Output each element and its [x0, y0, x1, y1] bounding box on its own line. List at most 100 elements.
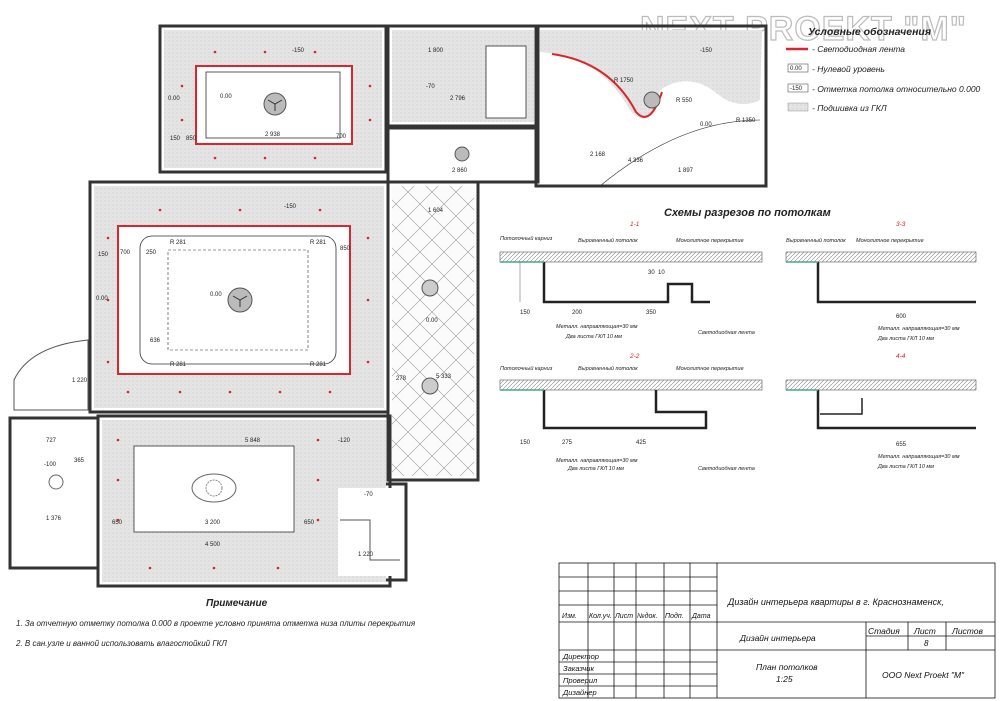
- svg-text:275: 275: [562, 440, 573, 446]
- svg-text:0.00: 0.00: [700, 122, 712, 128]
- svg-text:Дата: Дата: [691, 613, 711, 620]
- svg-text:0.00: 0.00: [426, 318, 438, 324]
- svg-text:4-4: 4-4: [896, 353, 906, 360]
- svg-text:30: 30: [648, 270, 655, 276]
- svg-text:5 333: 5 333: [436, 374, 452, 380]
- svg-text:Металл. направляющая=30 мм: Металл. направляющая=30 мм: [878, 454, 960, 460]
- section-3-3: 3-3 Выровненный потолок Монолитное перек…: [785, 221, 977, 342]
- svg-text:R 1350: R 1350: [736, 118, 756, 124]
- svg-text:700: 700: [336, 134, 347, 140]
- svg-text:2 168: 2 168: [590, 152, 606, 158]
- svg-text:1 897: 1 897: [678, 168, 694, 174]
- room-bath: 1 800 -70 2 796 2 860: [392, 30, 534, 178]
- room-kitchen: R 1750 R 550 R 1350 2 168 4 336 1 897 0.…: [540, 30, 762, 187]
- role-checked: Проверил: [563, 676, 598, 685]
- svg-text:2-2: 2-2: [629, 353, 640, 360]
- svg-text:5 848: 5 848: [245, 438, 261, 444]
- note-1: 1. За отчетную отметку потолка 0.000 в п…: [16, 619, 416, 628]
- svg-text:Выровненный потолок: Выровненный потолок: [786, 237, 846, 244]
- svg-text:850: 850: [186, 136, 197, 142]
- svg-text:425: 425: [636, 440, 647, 446]
- svg-text:0.00: 0.00: [210, 292, 222, 298]
- section-2-2: 2-2 Потолочный карниз Выровненный потоло…: [499, 353, 763, 472]
- svg-text:Потолочный карниз: Потолочный карниз: [500, 365, 553, 372]
- svg-text:Металл. направляющая=30 мм: Металл. направляющая=30 мм: [878, 326, 960, 332]
- svg-text:Выровненный потолок: Выровненный потолок: [578, 237, 638, 244]
- svg-text:4 336: 4 336: [628, 158, 644, 164]
- svg-text:Монолитное перекрытие: Монолитное перекрытие: [676, 366, 744, 372]
- company-name: ООО Next Proekt "M": [882, 670, 965, 680]
- svg-text:650: 650: [112, 520, 123, 526]
- svg-text:2 938: 2 938: [265, 132, 281, 138]
- svg-text:10: 10: [658, 270, 665, 276]
- svg-text:3-3: 3-3: [896, 221, 906, 228]
- svg-text:Лист: Лист: [913, 626, 936, 636]
- section-1-1: 1-1 Потолочный карниз Выровненный потоло…: [499, 221, 763, 340]
- svg-text:250: 250: [146, 250, 157, 256]
- notes: Примечание 1. За отчетную отметку потолк…: [15, 598, 416, 648]
- svg-text:365: 365: [74, 458, 85, 464]
- svg-text:№док.: №док.: [637, 612, 658, 620]
- svg-text:Листов: Листов: [951, 626, 984, 636]
- svg-text:-150: -150: [700, 48, 713, 54]
- role-client: Заказчик: [563, 664, 594, 673]
- svg-text:350: 350: [646, 310, 657, 316]
- svg-text:Лист: Лист: [614, 613, 633, 620]
- svg-text:655: 655: [896, 442, 907, 448]
- svg-text:Два листа ГКЛ 10 мм: Два листа ГКЛ 10 мм: [567, 466, 624, 472]
- svg-text:R 1750: R 1750: [614, 78, 634, 84]
- svg-text:1 604: 1 604: [428, 208, 444, 214]
- svg-text:1 220: 1 220: [358, 552, 374, 558]
- svg-text:1 220: 1 220: [72, 378, 88, 384]
- svg-text:Потолочный карниз: Потолочный карниз: [500, 235, 553, 242]
- legend-gkl: - Подшивка из ГКЛ: [812, 103, 887, 113]
- svg-text:-70: -70: [364, 492, 373, 498]
- sections-title: Схемы разрезов по потолкам: [664, 207, 831, 219]
- section-4-4: 4-4 Металл. направляющая=30 мм Два листа…: [785, 353, 977, 470]
- sheet-number: 8: [924, 639, 929, 648]
- svg-text:150: 150: [520, 310, 531, 316]
- legend-led: - Светодиодная лента: [812, 44, 905, 54]
- svg-text:R 281: R 281: [310, 362, 327, 368]
- svg-text:650: 650: [304, 520, 315, 526]
- svg-text:Два листа ГКЛ 10 мм: Два листа ГКЛ 10 мм: [877, 464, 934, 470]
- svg-text:Изм.: Изм.: [562, 613, 577, 620]
- role-director: Директор: [562, 652, 599, 661]
- svg-text:-150: -150: [292, 48, 305, 54]
- svg-text:0.00: 0.00: [220, 94, 232, 100]
- note-2: 2. В сан.узле и ванной использовать влаг…: [15, 639, 227, 648]
- corridor: 1 604 0.00 5 333 278: [392, 186, 474, 476]
- svg-text:Кол.уч.: Кол.уч.: [589, 613, 612, 620]
- svg-text:R 281: R 281: [170, 362, 187, 368]
- svg-text:-150: -150: [790, 86, 803, 92]
- svg-text:Светодиодная лента: Светодиодная лента: [698, 466, 755, 472]
- section-name: Дизайн интерьера: [739, 633, 816, 643]
- svg-text:150: 150: [98, 252, 109, 258]
- svg-text:R 281: R 281: [170, 240, 187, 246]
- svg-text:R 281: R 281: [310, 240, 327, 246]
- title-block: [558, 562, 996, 699]
- svg-text:636: 636: [150, 338, 161, 344]
- svg-text:150: 150: [520, 440, 531, 446]
- svg-text:0.00: 0.00: [168, 96, 180, 102]
- notes-title: Примечание: [206, 598, 268, 609]
- svg-text:600: 600: [896, 314, 907, 320]
- legend: Условные обозначения - Светодиодная лент…: [786, 26, 981, 113]
- svg-text:4 500: 4 500: [205, 542, 221, 548]
- svg-text:Монолитное перекрытие: Монолитное перекрытие: [856, 238, 924, 244]
- role-designer: Дизайнер: [562, 688, 597, 697]
- svg-text:0.00: 0.00: [96, 296, 108, 302]
- svg-text:-70: -70: [426, 84, 435, 90]
- title-block-text: Изм. Кол.уч. Лист №док. Подп. Дата Дирек…: [562, 597, 984, 697]
- drawing-scale: 1:25: [776, 674, 793, 684]
- svg-text:700: 700: [120, 250, 131, 256]
- svg-text:1-1: 1-1: [630, 221, 640, 228]
- svg-text:-100: -100: [44, 462, 57, 468]
- room-living: 0.00 -150 R 281 R 281 R 281 R 281 700 25…: [94, 186, 384, 408]
- svg-text:Подп.: Подп.: [665, 612, 684, 620]
- floor-plan: 0.00 -150 2 938 150 850 700 0.00 0.00 -1…: [8, 24, 768, 588]
- svg-text:Монолитное перекрытие: Монолитное перекрытие: [676, 238, 744, 244]
- svg-text:R 550: R 550: [676, 98, 693, 104]
- room-left: 727 -100 365 1 376 1 220: [13, 339, 96, 564]
